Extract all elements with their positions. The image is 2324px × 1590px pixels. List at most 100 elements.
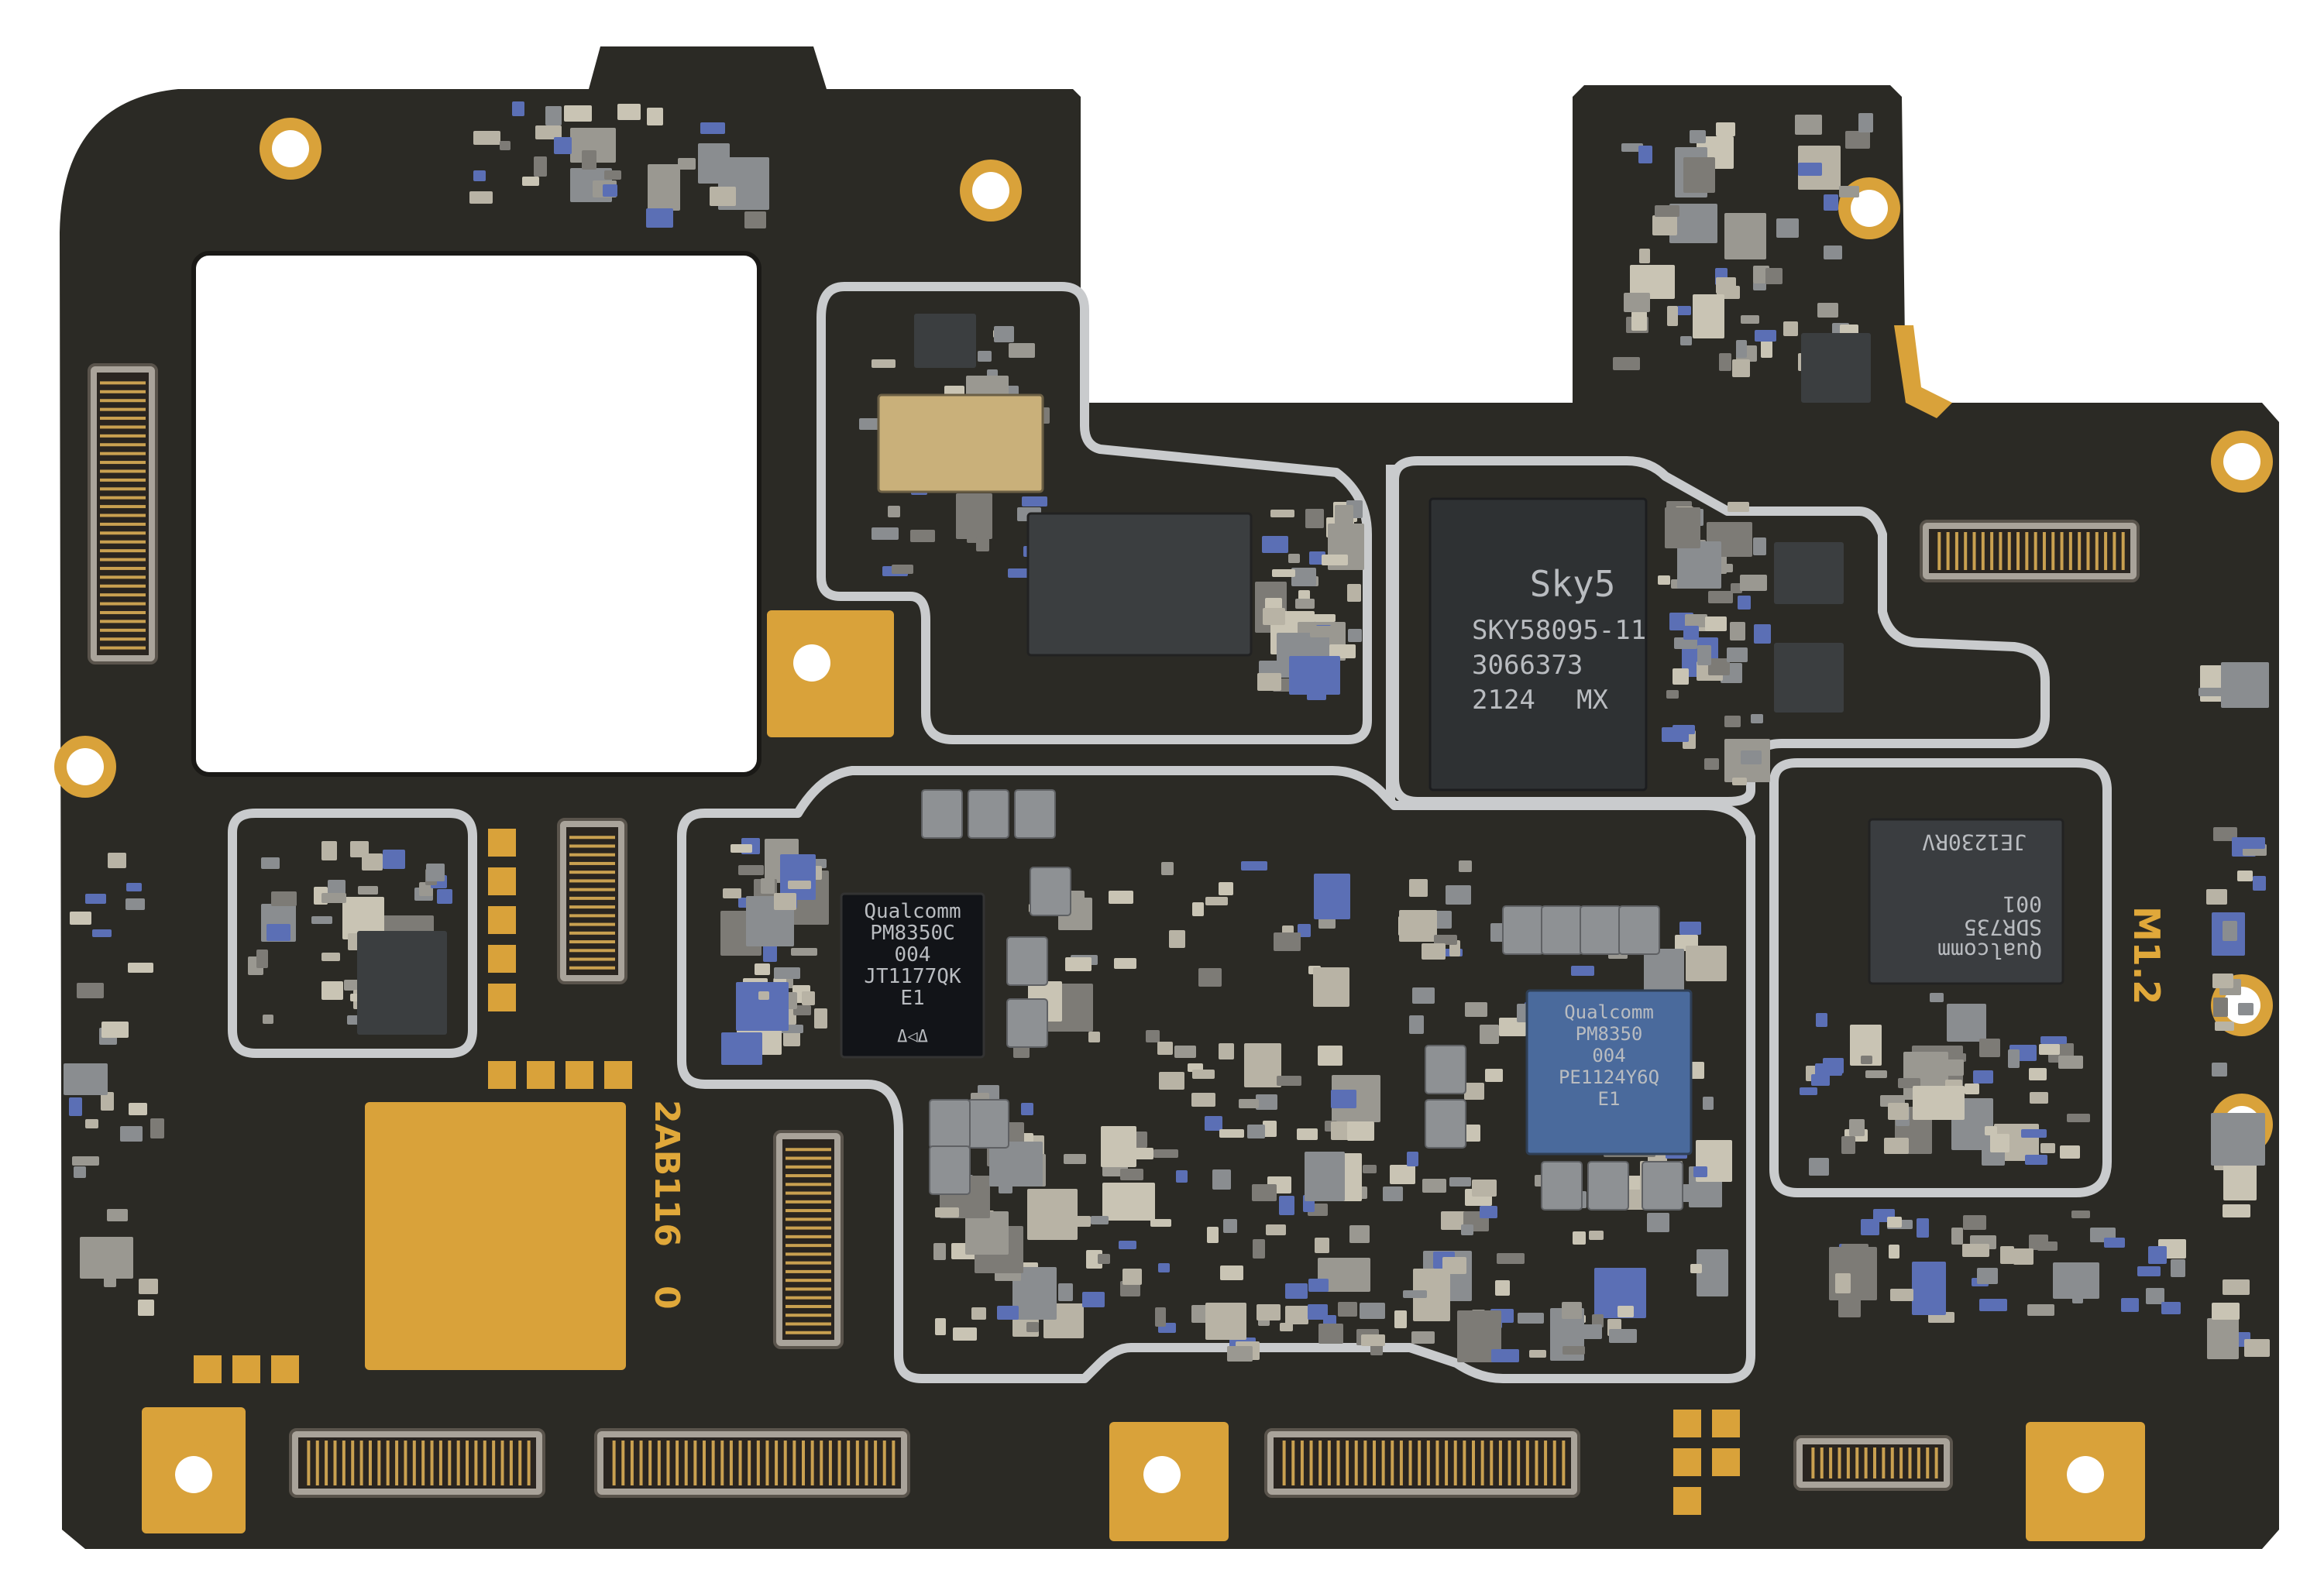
connector-pin [359, 1441, 363, 1485]
chip-sdr735: Qualcomm SDR735 001 JE1230RV [1868, 818, 2064, 985]
connector-pin [693, 1441, 697, 1485]
connector-pin [518, 1441, 522, 1485]
passive-component [2137, 1266, 2161, 1276]
passive-component [1176, 1170, 1188, 1183]
passive-component [1472, 1180, 1497, 1197]
passive-component [1754, 624, 1771, 644]
connector-pin [786, 1191, 831, 1195]
connector-pin [621, 1441, 625, 1485]
shield-frame-sdr [1769, 758, 2112, 1197]
passive-component [1272, 569, 1295, 577]
passive-component [1409, 879, 1428, 897]
connector-pin [100, 531, 146, 535]
passive-component [678, 158, 696, 170]
connector-pin [703, 1441, 706, 1485]
board-connector-slot [566, 827, 618, 975]
passive-component [1434, 935, 1457, 945]
connector-pin [786, 1252, 831, 1256]
passive-component [1947, 1059, 1964, 1076]
passive-component [1318, 919, 1336, 929]
connector-pin [828, 1441, 832, 1485]
passive-component [473, 170, 486, 181]
passive-component [1985, 1126, 1997, 1135]
passive-component [1285, 1283, 1308, 1299]
connector-pin [1552, 1441, 1556, 1485]
passive-component [1776, 218, 1799, 238]
passive-component [2037, 1241, 2058, 1251]
connector-pin [1908, 1447, 1912, 1478]
connector-pin [1508, 1441, 1511, 1485]
connector-pin [738, 1441, 742, 1485]
passive-component [2025, 1155, 2047, 1165]
passive-component [2211, 1113, 2265, 1166]
passive-component [1295, 599, 1315, 609]
passive-component [1262, 536, 1288, 553]
passive-component [1835, 1273, 1851, 1293]
passive-component [997, 1306, 1019, 1320]
connector-pin [1327, 1441, 1331, 1485]
passive-component [1329, 644, 1356, 658]
passive-component [731, 844, 752, 853]
gold-pad-small [232, 1355, 260, 1383]
passive-component [1736, 340, 1747, 358]
passive-component [1098, 1254, 1110, 1264]
camera-cutout [194, 253, 759, 774]
passive-component [1690, 1264, 1702, 1273]
connector-pin [1937, 532, 1941, 570]
passive-component [139, 1279, 158, 1294]
connector-pin [820, 1441, 823, 1485]
passive-component [1697, 645, 1711, 665]
passive-component [1308, 1304, 1328, 1320]
connector-pin [100, 602, 146, 606]
passive-component [1824, 194, 1838, 211]
connector-pin [569, 905, 615, 909]
connector-pin [1525, 1441, 1529, 1485]
passive-component [1322, 555, 1348, 565]
connector-pin [466, 1441, 469, 1485]
chip-sky5-line: 2124 [1472, 685, 1535, 716]
passive-component [1403, 1290, 1427, 1298]
passive-component [469, 191, 493, 204]
connector-pin [786, 1331, 831, 1334]
connector-pin [786, 1174, 831, 1178]
inductor [1580, 905, 1621, 955]
connector-pin [100, 540, 146, 544]
passive-component [350, 841, 369, 857]
passive-component [1730, 622, 1745, 640]
passive-component [1205, 1116, 1222, 1131]
passive-component [1169, 930, 1185, 948]
passive-component [92, 929, 112, 937]
passive-component [1441, 1211, 1467, 1230]
chip-sky5-line: Sky5 [1530, 563, 1616, 605]
passive-component [534, 156, 547, 177]
passive-component [1850, 1025, 1882, 1066]
passive-component [1962, 1244, 1989, 1257]
connector-pin [1946, 532, 1950, 570]
passive-component [1122, 1269, 1142, 1285]
passive-component [1101, 1126, 1136, 1167]
connector-pin [837, 1441, 841, 1485]
chip-sky5-line: MX [1576, 685, 1608, 716]
connector-pin [1972, 532, 1976, 570]
passive-component [1977, 1268, 1998, 1284]
connector-pin [1346, 1441, 1349, 1485]
passive-component [1563, 1346, 1585, 1355]
passive-component [738, 865, 764, 875]
connector-pin [1999, 532, 2003, 570]
passive-component [1464, 1083, 1484, 1100]
passive-component [1146, 1030, 1160, 1042]
passive-component [1677, 541, 1721, 589]
connector-pin [100, 575, 146, 579]
chip-small [357, 314, 1871, 1035]
inductor [1642, 1161, 1683, 1211]
passive-component [1738, 596, 1751, 610]
passive-component [1192, 902, 1204, 916]
passive-component [2199, 688, 2224, 696]
gold-pad-small [488, 945, 516, 973]
gold-pad-small [1673, 1487, 1701, 1515]
gold-pad-small [527, 1061, 555, 1089]
mounting-hole [175, 1456, 212, 1493]
chip-gold-shielded [877, 393, 1044, 493]
passive-component [1518, 1313, 1544, 1324]
passive-component [104, 1270, 116, 1287]
